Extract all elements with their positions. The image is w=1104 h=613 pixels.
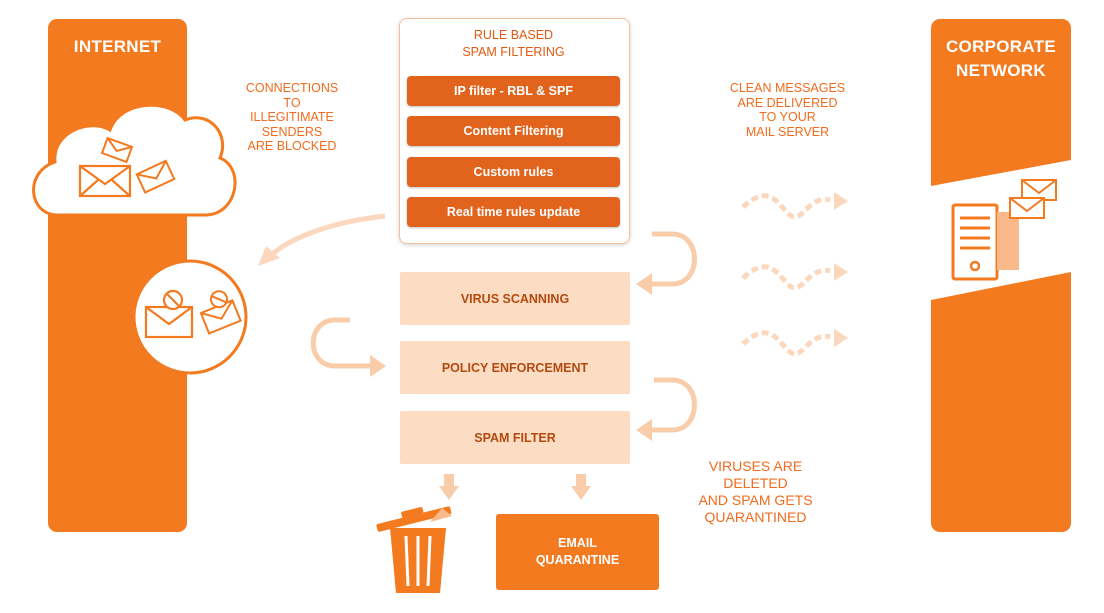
stage-spam-filter: SPAM FILTER	[400, 411, 630, 464]
blocked-envelope-icon	[199, 290, 242, 335]
blocked-note: CONNECTIONS TO ILLEGITIMATE SENDERS ARE …	[237, 81, 347, 154]
virus-note-line: DELETED	[723, 475, 788, 491]
envelope-icon	[100, 136, 134, 164]
blocked-envelope-icon	[144, 289, 194, 339]
delivered-note: CLEAN MESSAGES ARE DELIVERED TO YOUR MAI…	[720, 81, 855, 139]
blocked-note-line: TO	[283, 95, 301, 110]
internet-title: INTERNET	[73, 37, 162, 56]
corporate-network-title: CORPORATE NETWORK	[931, 35, 1071, 83]
delivered-note-line: TO YOUR	[759, 110, 816, 124]
stage-policy-enforcement: POLICY ENFORCEMENT	[400, 341, 630, 394]
envelope-icon	[135, 159, 176, 194]
corporate-title-line1: CORPORATE	[945, 37, 1057, 56]
quarantine-line2: QUARANTINE	[535, 553, 620, 567]
rule-content-filtering: Content Filtering	[407, 116, 620, 146]
envelope-icon	[78, 164, 132, 198]
delivered-note-line: ARE DELIVERED	[737, 95, 838, 110]
delivered-note-line: CLEAN MESSAGES	[729, 81, 846, 95]
wavy-arrow-icon	[741, 193, 831, 357]
virus-note-line: QUARANTINED	[704, 509, 807, 525]
delivered-note-line: MAIL SERVER	[745, 124, 830, 139]
virus-note-line: AND SPAM GETS	[698, 492, 813, 508]
rule-custom-rules: Custom rules	[407, 157, 620, 187]
blocked-note-line: SENDERS	[261, 124, 323, 139]
rule-ip-filter: IP filter - RBL & SPF	[407, 76, 620, 106]
rule-title-line1: RULE BASED	[473, 28, 554, 42]
virus-note: VIRUSES ARE DELETED AND SPAM GETS QUARAN…	[688, 458, 823, 526]
blocked-note-line: ARE BLOCKED	[247, 139, 337, 153]
rule-realtime-update: Real time rules update	[407, 197, 620, 227]
blocked-note-line: CONNECTIONS	[245, 81, 339, 95]
rule-title-line2: SPAM FILTERING	[462, 45, 565, 59]
blocked-note-line: ILLEGITIMATE	[250, 110, 334, 124]
email-quarantine-box: EMAIL QUARANTINE	[496, 514, 659, 590]
quarantine-line1: EMAIL	[558, 536, 597, 550]
stage-virus-scanning: VIRUS SCANNING	[400, 272, 630, 325]
envelope-icon	[1009, 179, 1057, 219]
virus-note-line: VIRUSES ARE	[708, 458, 803, 474]
rule-filtering-title: RULE BASED SPAM FILTERING	[399, 27, 628, 61]
corporate-title-line2: NETWORK	[956, 61, 1046, 80]
